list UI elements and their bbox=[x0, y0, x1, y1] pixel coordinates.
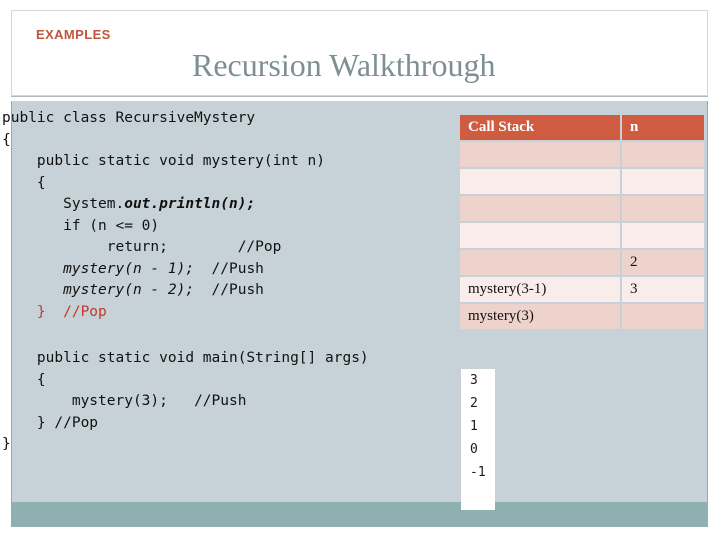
table-row: mystery(3-1)3 bbox=[460, 277, 704, 302]
code-line: public static void main(String[] args) bbox=[2, 350, 369, 366]
cell-call bbox=[460, 142, 620, 167]
cell-call: mystery(3) bbox=[460, 304, 620, 329]
cell-n bbox=[622, 196, 704, 221]
code-fragment-call: mystery(n - 2); bbox=[2, 282, 195, 298]
cell-call bbox=[460, 250, 620, 275]
page-title: Recursion Walkthrough bbox=[192, 47, 496, 83]
output-line: 2 bbox=[470, 396, 478, 411]
code-fragment-out: out bbox=[124, 196, 151, 212]
header-divider bbox=[11, 96, 708, 97]
code-block-main: public static void main(String[] args) {… bbox=[2, 348, 369, 456]
code-line-recurse-2: mystery(n - 2); //Push bbox=[2, 282, 264, 298]
code-line-recurse-1: mystery(n - 1); //Push bbox=[2, 261, 264, 277]
eyebrow-label: EXAMPLES bbox=[36, 27, 111, 42]
slide-header: EXAMPLES Recursion Walkthrough bbox=[11, 10, 708, 96]
code-fragment-comment: //Push bbox=[167, 393, 247, 409]
cell-n bbox=[622, 169, 704, 194]
code-fragment-call: mystery(n - 1); bbox=[2, 260, 195, 277]
code-fragment-comment: //Push bbox=[194, 260, 264, 277]
table-row: 2 bbox=[460, 250, 704, 275]
column-header-n: n bbox=[622, 115, 704, 140]
code-fragment-comment-pop: //Pop bbox=[45, 303, 107, 320]
code-line: public class RecursiveMystery bbox=[2, 110, 256, 126]
table-row bbox=[460, 169, 704, 194]
cell-n bbox=[622, 223, 704, 248]
cell-call: mystery(3-1) bbox=[460, 277, 620, 302]
code-fragment: System. bbox=[2, 196, 125, 212]
output-line: 0 bbox=[470, 442, 478, 457]
cell-call bbox=[460, 196, 620, 221]
code-line: return; //Pop bbox=[2, 239, 282, 255]
output-line: 1 bbox=[470, 419, 478, 434]
code-fragment-comment: //Push bbox=[194, 282, 264, 298]
cell-call bbox=[460, 169, 620, 194]
output-line: -1 bbox=[470, 465, 486, 480]
code-line: } //Pop bbox=[2, 414, 99, 431]
code-fragment-println: println(n); bbox=[159, 196, 256, 212]
table-row bbox=[460, 142, 704, 167]
table-row: mystery(3) bbox=[460, 304, 704, 329]
bottom-accent-band bbox=[11, 502, 708, 527]
code-line: public static void mystery(int n) bbox=[2, 153, 326, 169]
code-fragment: . bbox=[150, 196, 160, 212]
code-line-main-call: mystery(3); //Push bbox=[2, 393, 247, 409]
table-row bbox=[460, 196, 704, 221]
call-stack-table: Call Stack n 2 mystery(3-1)3 mystery(3) bbox=[458, 113, 706, 331]
code-fragment-brace: } bbox=[2, 303, 46, 320]
call-stack-body: 2 mystery(3-1)3 mystery(3) bbox=[460, 142, 704, 329]
code-block-class: public class RecursiveMystery { public s… bbox=[2, 108, 325, 323]
code-line: } bbox=[2, 436, 11, 452]
code-line: { bbox=[2, 174, 46, 191]
output-line: 3 bbox=[470, 373, 478, 388]
code-line: { bbox=[2, 131, 11, 148]
cell-n: 3 bbox=[622, 277, 704, 302]
code-line: { bbox=[2, 371, 46, 388]
code-fragment-call: mystery(3); bbox=[2, 393, 168, 409]
program-output-box: 3 2 1 0 -1 bbox=[461, 369, 495, 510]
table-row bbox=[460, 223, 704, 248]
table-header-row: Call Stack n bbox=[460, 115, 704, 140]
cell-n: 2 bbox=[622, 250, 704, 275]
code-line-close-pop: } //Pop bbox=[2, 304, 107, 320]
cell-n bbox=[622, 142, 704, 167]
cell-n bbox=[622, 304, 704, 329]
code-line-println: System.out.println(n); bbox=[2, 196, 255, 212]
column-header-call-stack: Call Stack bbox=[460, 115, 620, 140]
cell-call bbox=[460, 223, 620, 248]
code-line: if (n <= 0) bbox=[2, 217, 160, 234]
